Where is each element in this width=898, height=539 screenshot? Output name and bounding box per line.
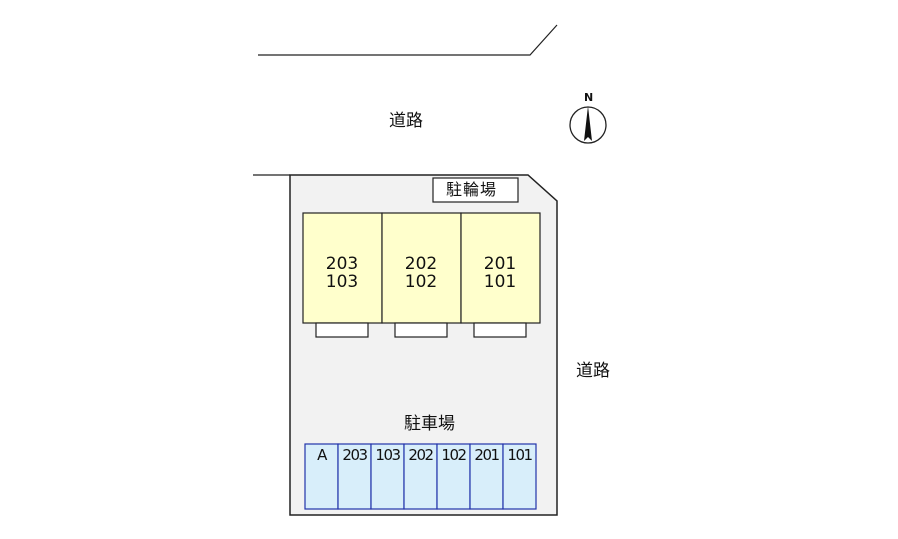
compass-needle-north-icon xyxy=(584,106,592,141)
road-label-north: 道路 xyxy=(389,111,423,131)
unit-upper-number: 203 xyxy=(325,254,359,274)
unit-upper-number: 202 xyxy=(404,254,438,274)
entrance-step xyxy=(473,322,527,338)
unit-lower-number: 103 xyxy=(325,272,359,292)
parking-space-label: 102 xyxy=(441,446,467,464)
parking-space xyxy=(304,443,339,510)
unit-block xyxy=(460,212,541,324)
parking-space xyxy=(502,443,537,510)
entrance-step xyxy=(394,322,448,338)
entrance-step xyxy=(315,322,369,338)
bicycle-parking-label: 駐輪場 xyxy=(446,180,498,199)
parking-space xyxy=(403,443,438,510)
compass xyxy=(569,106,607,144)
parking-space-label: 201 xyxy=(474,446,500,464)
parking-space-label: 101 xyxy=(507,446,533,464)
unit-label: 202 102 xyxy=(382,255,460,291)
unit-block xyxy=(381,212,462,324)
parking-space xyxy=(370,443,405,510)
unit-lower-number: 101 xyxy=(483,272,517,292)
parking-space-label: 202 xyxy=(408,446,434,464)
parking-space xyxy=(436,443,471,510)
unit-label: 203 103 xyxy=(303,255,381,291)
unit-upper-number: 201 xyxy=(483,254,517,274)
road-label-east: 道路 xyxy=(576,361,610,381)
parking-space-label: 203 xyxy=(342,446,368,464)
road-edge-north xyxy=(258,24,558,56)
unit-lower-number: 102 xyxy=(404,272,438,292)
bicycle-parking-box xyxy=(432,177,519,203)
parking-spaces xyxy=(304,443,537,510)
parking-lot-label: 駐車場 xyxy=(404,414,455,434)
unit-label: 201 101 xyxy=(461,255,539,291)
building xyxy=(302,212,541,338)
compass-north-label: N xyxy=(584,91,594,104)
parking-space-label: A xyxy=(317,446,327,464)
parking-space-label: 103 xyxy=(375,446,401,464)
unit-block xyxy=(302,212,383,324)
